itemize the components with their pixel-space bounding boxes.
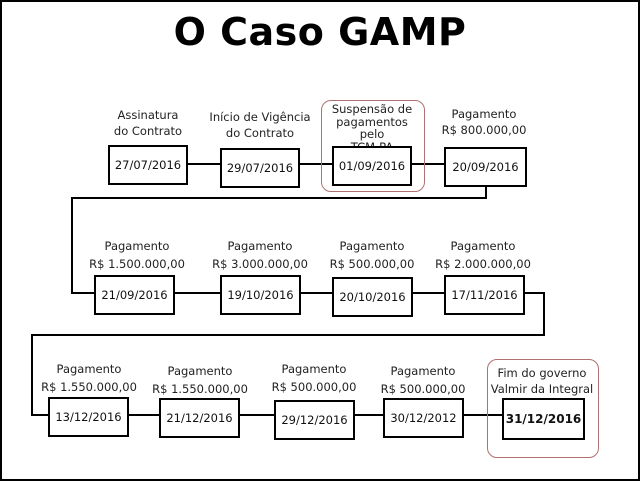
event-label: Pagamento R$ 500.000,00 xyxy=(329,239,415,271)
event-label: Pagamento R$ 1.550.000,00 xyxy=(152,364,248,396)
event-label: Pagamento R$ 2.000.000,00 xyxy=(435,239,531,271)
highlight-frame xyxy=(321,100,425,192)
event-label: Pagamento R$ 3.000.000,00 xyxy=(212,239,308,271)
connector xyxy=(71,183,487,294)
connector xyxy=(31,292,545,416)
event-date-box: 29/07/2016 xyxy=(220,148,300,188)
event-label: Início de Vigência do Contrato xyxy=(209,110,311,140)
event-date-box: 19/10/2016 xyxy=(220,275,301,315)
event-date-box: 13/12/2016 xyxy=(48,397,129,437)
event-label: Pagamento R$ 800.000,00 xyxy=(441,107,527,137)
event-label: Pagamento R$ 500.000,00 xyxy=(271,362,357,394)
event-date-box: 21/09/2016 xyxy=(94,275,175,315)
event-date-box: 17/11/2016 xyxy=(444,275,525,315)
event-date-box: 27/07/2016 xyxy=(108,145,188,185)
event-label: Assinatura do Contrato xyxy=(113,108,183,138)
event-label: Pagamento R$ 1.550.000,00 xyxy=(41,362,137,394)
event-label: Fim do governo Valmir da Integral xyxy=(490,366,594,396)
event-date-box: 20/10/2016 xyxy=(332,277,413,317)
event-date-box: 29/12/2016 xyxy=(274,400,355,440)
event-label: Pagamento R$ 500.000,00 xyxy=(380,364,466,396)
event-date-box: 21/12/2016 xyxy=(159,398,240,438)
event-date-box: 30/12/2012 xyxy=(383,398,464,438)
event-date-box-final: 31/12/2016 xyxy=(502,398,585,440)
event-label: Pagamento R$ 1.500.000,00 xyxy=(89,239,185,271)
page-title: O Caso GAMP xyxy=(173,10,467,54)
event-date-box: 01/09/2016 xyxy=(332,146,412,186)
highlight-frame xyxy=(487,359,599,458)
event-date-box: 20/09/2016 xyxy=(444,147,527,187)
